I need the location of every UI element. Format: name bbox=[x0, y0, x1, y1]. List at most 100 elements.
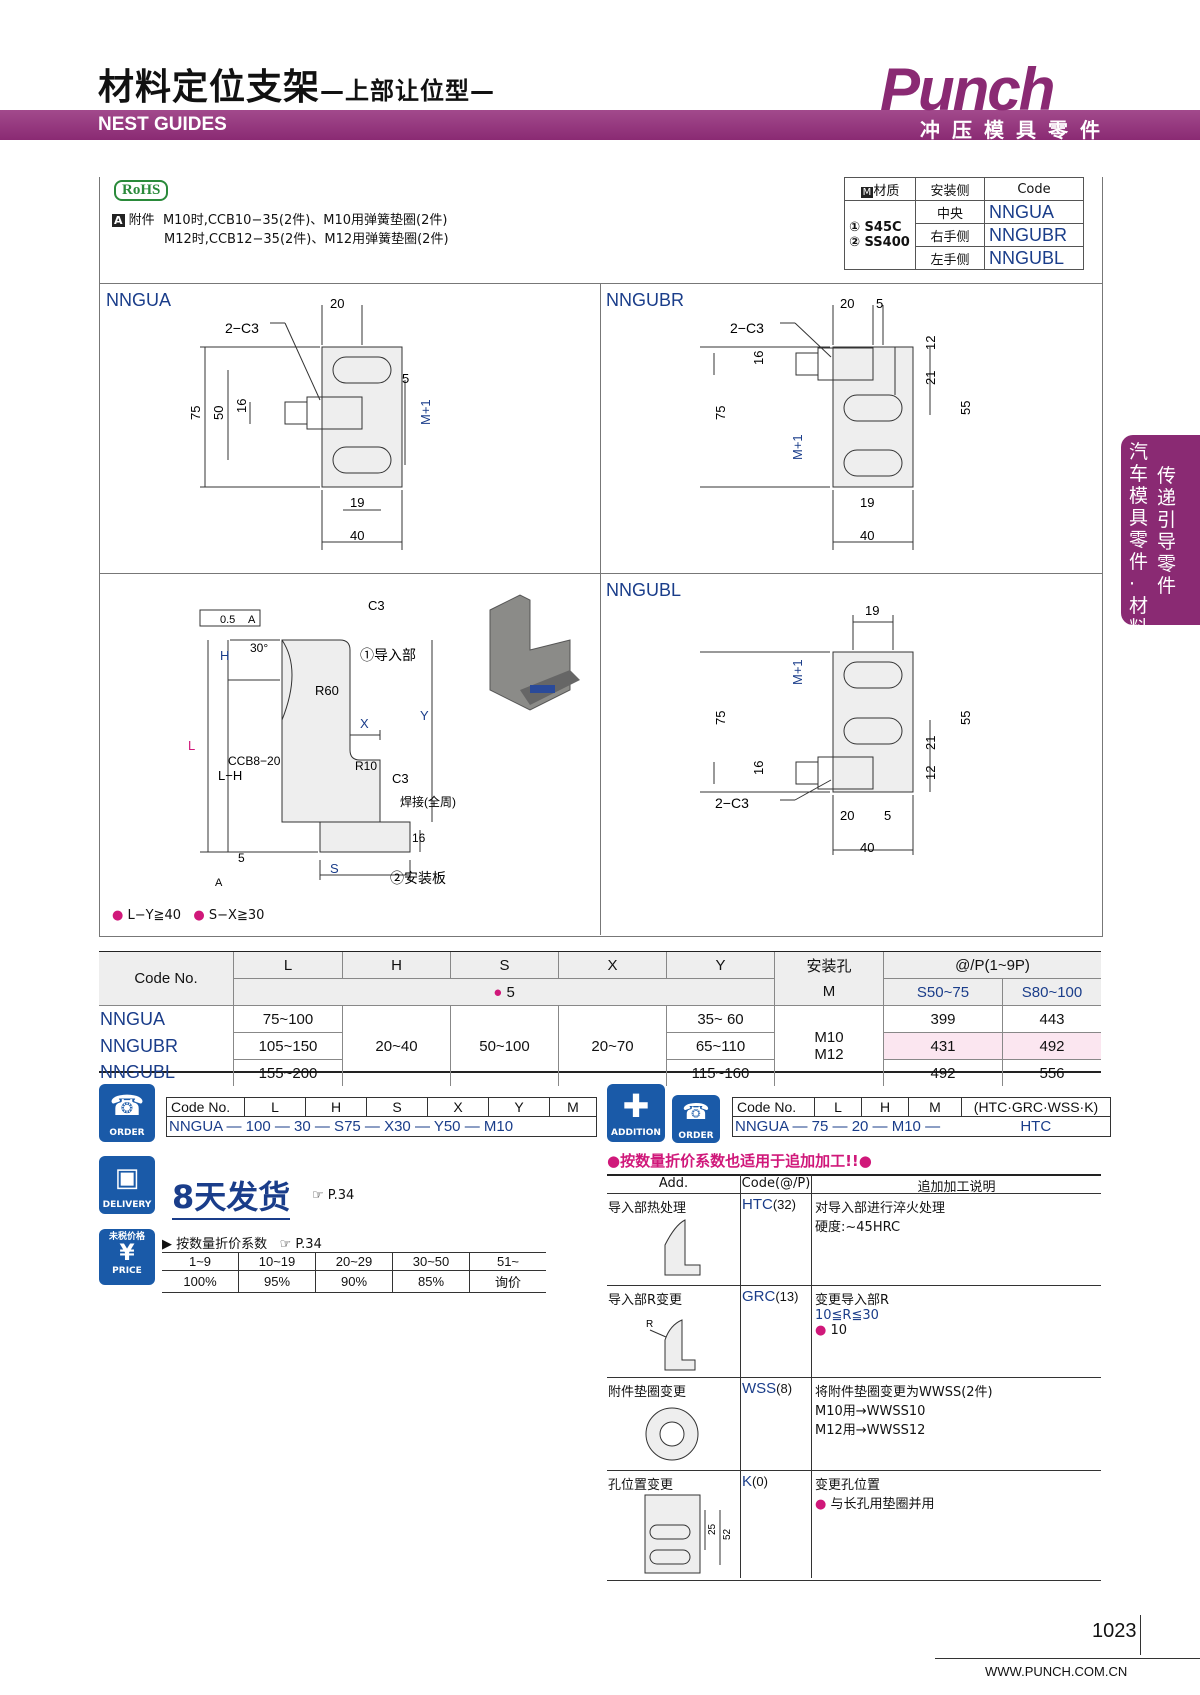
drawing-label-nngubl: NNGUBL bbox=[606, 580, 682, 600]
divider bbox=[607, 1285, 1101, 1286]
side-tab-text-1: 汽车模具零件·材料 bbox=[1129, 441, 1149, 639]
dim-r10: R10 bbox=[355, 759, 377, 773]
callout-guide: ①导入部 bbox=[360, 647, 416, 663]
divider bbox=[600, 283, 601, 935]
delivery-icon: ▣DELIVERY bbox=[99, 1156, 155, 1214]
col-desc-header: 追加加工说明 bbox=[917, 1180, 996, 1195]
grc-r-label: R bbox=[646, 1319, 653, 1330]
dim-h: H bbox=[220, 648, 229, 663]
warning-icon: ● bbox=[112, 908, 124, 923]
dim-55: 55 bbox=[958, 401, 973, 415]
dim-l-minus-h: L−H bbox=[218, 768, 242, 783]
dim-m-plus-1: M+1 bbox=[790, 434, 805, 460]
material-m-icon: M bbox=[860, 186, 874, 198]
code-nngubl: NNGUBL bbox=[984, 246, 1084, 270]
dim-16: 16 bbox=[751, 761, 766, 775]
brand-logo: Punch bbox=[880, 56, 1055, 123]
header-band bbox=[0, 110, 1200, 140]
k-dim-25: 25 bbox=[707, 1523, 718, 1535]
drawing-label-nngua: NNGUA bbox=[106, 290, 172, 310]
footer-rule bbox=[935, 1658, 1200, 1659]
add-name-grc: 导入部R变更 bbox=[608, 1293, 683, 1308]
grc-diagram: R bbox=[646, 1319, 696, 1371]
dim-l: L bbox=[188, 738, 195, 753]
in-unit-icon: ● bbox=[493, 983, 503, 1001]
dim-20: 20 bbox=[330, 296, 344, 311]
addition-icon: ✚ADDITION bbox=[607, 1084, 665, 1142]
drawing-frame bbox=[99, 283, 1103, 937]
dim-75: 75 bbox=[713, 711, 728, 725]
warning-icon: ● bbox=[815, 1497, 827, 1512]
order-example-table: Code No. L H S X Y M NNGUA — 100 — 30 — … bbox=[166, 1097, 597, 1137]
col-code-header: Code(@/P) bbox=[741, 1176, 811, 1191]
divider bbox=[607, 1470, 1101, 1471]
discount-title: ▶ 按数量折价系数 ☞ P.34 bbox=[162, 1237, 322, 1252]
dim-5: 5 bbox=[238, 851, 245, 865]
flatness-value: 0.5 bbox=[220, 614, 235, 626]
dim-12: 12 bbox=[923, 336, 938, 350]
dim-x: X bbox=[360, 716, 369, 731]
callout-ccb: CCB8−20 bbox=[228, 754, 281, 768]
spec-price-table: Code No. L H S X Y 安装孔 @/P(1~9P) ● 5 M S… bbox=[99, 952, 1101, 1086]
dim-m-plus-1: M+1 bbox=[790, 659, 805, 685]
code-nngubr: NNGUBR bbox=[984, 223, 1084, 247]
dim-2c3: 2−C3 bbox=[730, 320, 764, 336]
dim-55: 55 bbox=[958, 711, 973, 725]
divider bbox=[740, 1174, 741, 1578]
side-tab-text-2: 传递引导零件 bbox=[1157, 465, 1177, 597]
dim-r60: R60 bbox=[315, 683, 339, 698]
divider bbox=[607, 1193, 1101, 1194]
add-desc-k: 变更孔位置● 与长孔用垫圈并用 bbox=[815, 1478, 935, 1512]
add-name-wss: 附件垫圈变更 bbox=[608, 1385, 687, 1400]
dim-30deg: 30° bbox=[250, 641, 268, 655]
add-desc-htc: 对导入部进行淬火处理硬度:~45HRC bbox=[815, 1201, 946, 1235]
accessory-text: A 附件 M10时,CCB10−35(2件)、M10用弹簧垫圈(2件) M12时… bbox=[112, 213, 449, 247]
htc-diagram bbox=[664, 1219, 701, 1276]
flatness-datum: A bbox=[248, 614, 256, 626]
code-nngua: NNGUA bbox=[984, 200, 1084, 224]
washer-icon bbox=[645, 1407, 699, 1461]
header-band-text: NEST GUIDES bbox=[98, 114, 227, 135]
dim-75: 75 bbox=[188, 406, 203, 420]
footer-url[interactable]: WWW.PUNCH.COM.CN bbox=[985, 1664, 1128, 1679]
dim-16: 16 bbox=[751, 351, 766, 365]
divider bbox=[607, 1377, 1101, 1378]
dim-c3: C3 bbox=[368, 598, 385, 613]
discount-table: 1~9 10~19 20~29 30~50 51~ 100% 95% 90% 8… bbox=[162, 1252, 546, 1293]
dim-19: 19 bbox=[860, 495, 874, 510]
category-side-tab[interactable]: 汽车模具零件·材料 传递引导零件 bbox=[1121, 435, 1200, 639]
dim-20: 20 bbox=[840, 808, 854, 823]
dimension-notes: ● L−Y≧40 ● S−X≧30 bbox=[112, 908, 265, 923]
dim-20: 20 bbox=[840, 296, 854, 311]
order-icon: ☎ORDER bbox=[99, 1084, 155, 1142]
truck-icon: ▣ bbox=[114, 1163, 140, 1193]
addition-order-icon: ☎ORDER bbox=[672, 1095, 720, 1143]
dim-y: Y bbox=[420, 708, 429, 723]
dim-2c3: 2−C3 bbox=[715, 795, 749, 811]
divider bbox=[99, 573, 1102, 574]
callout-weld: 焊接(全周) bbox=[400, 794, 456, 809]
phone-icon: ☎ bbox=[109, 1089, 145, 1122]
nngubr-front-view: 20 5 2−C3 16 12 21 55 75 M+1 19 40 bbox=[700, 296, 973, 550]
dim-40: 40 bbox=[350, 528, 364, 543]
dim-5: 5 bbox=[402, 371, 409, 386]
addition-notice: ●按数量折价系数也适用于追加加工!!● bbox=[607, 1152, 872, 1170]
side-view-drawing: 0.5 A C3 30° ①导入部 R60 H L L−H X Y R10 CC… bbox=[188, 598, 456, 889]
rohs-badge: RoHS bbox=[114, 180, 169, 201]
add-code-htc: HTC(32) bbox=[742, 1196, 796, 1213]
col-add-header: Add. bbox=[658, 1176, 689, 1191]
dim-2c3: 2−C3 bbox=[225, 320, 259, 336]
warning-icon: ● bbox=[193, 908, 205, 923]
accessory-a-icon: A bbox=[112, 214, 125, 227]
add-code-k: K(0) bbox=[742, 1473, 768, 1490]
dim-19: 19 bbox=[865, 603, 879, 618]
add-name-k: 孔位置变更 bbox=[608, 1478, 674, 1493]
price-icon: 未税价格¥PRICE bbox=[99, 1229, 155, 1285]
dim-5: 5 bbox=[876, 296, 883, 311]
divider bbox=[811, 1174, 812, 1578]
nngubl-front-view: 19 M+1 75 55 16 21 12 2−C3 20 5 40 bbox=[700, 603, 973, 855]
dim-16: 16 bbox=[412, 831, 426, 845]
footer-rule bbox=[1140, 1615, 1141, 1655]
